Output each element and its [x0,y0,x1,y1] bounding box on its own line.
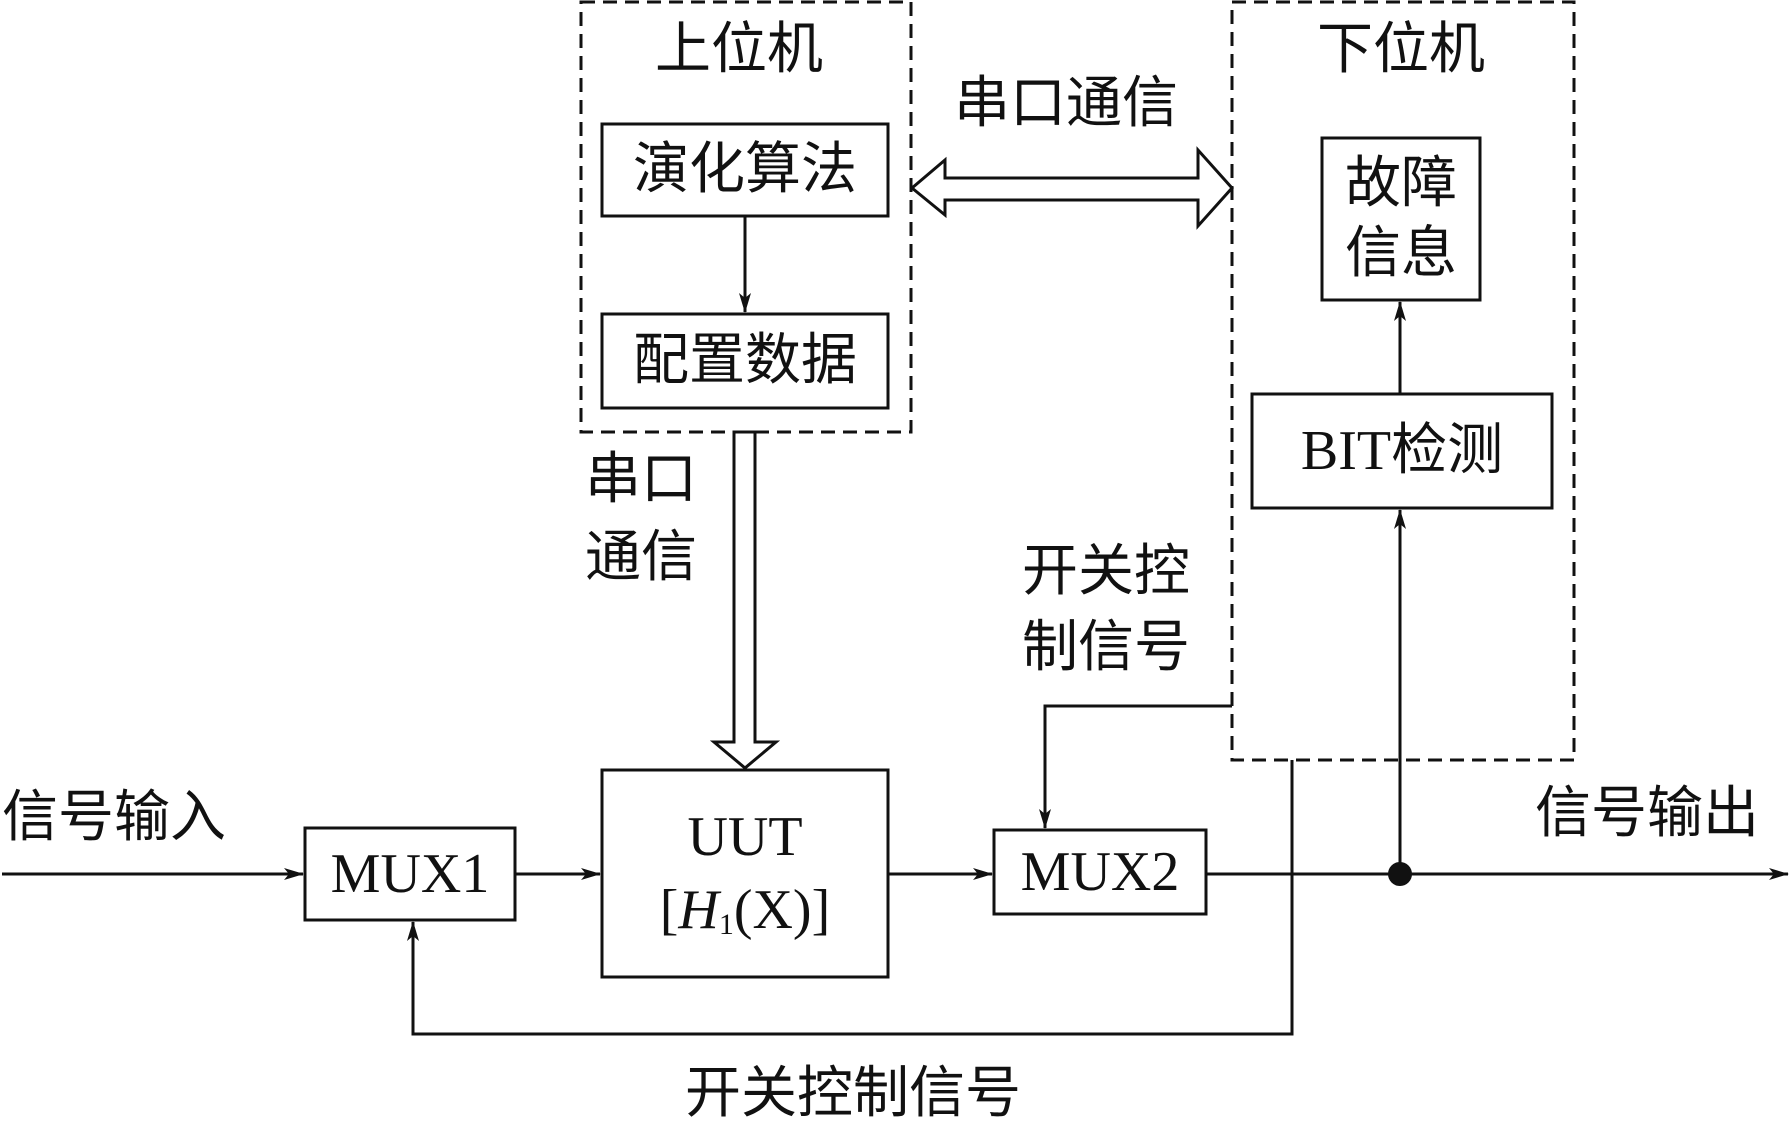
serial-link-down-arrow [709,430,781,770]
switch-control-label-line-1: 开关控 [1022,539,1190,604]
uut-box [600,768,890,979]
signal-input-label: 信号输入 [2,785,226,850]
mux1-label: MUX1 [330,842,490,905]
serial-link-double-arrow [909,146,1235,230]
bit-detection-label: BIT检测 [1300,419,1504,482]
signal-output-label: 信号输出 [1535,781,1759,846]
switch-control-label-line-2: 制信号 [1022,615,1190,680]
config-data-box [600,312,890,410]
fault-info-line-2: 信息 [1345,221,1457,286]
serial-comm-left-label-line-2: 通信 [585,525,697,590]
uut-transfer-function: [H1(X)] [659,878,831,941]
fault-info-box [1320,136,1482,302]
fault-info-label: 故障 信息 [1322,138,1480,300]
serial-comm-left-label-line-1: 串口 [585,447,697,512]
bit-detection-box [1250,392,1554,510]
config-data-label: 配置数据 [633,327,857,393]
mux2-box [992,828,1208,916]
switch-control-bottom-label: 开关控制信号 [685,1061,1021,1126]
uut-label: UUT [H1(X)] [602,770,888,977]
output-tap-node [1388,862,1412,886]
target-computer-group [1230,0,1576,762]
fault-info-line-1: 故障 [1345,151,1457,216]
uut-name: UUT [687,805,803,868]
switch-control-mux2-line [1039,704,1232,829]
serial-comm-top-label: 串口通信 [954,71,1178,136]
target-computer-title: 下位机 [1317,17,1485,82]
mux2-label: MUX2 [1020,840,1180,903]
host-computer-title: 上位机 [655,17,823,82]
evolutionary-algorithm-label: 演化算法 [633,136,857,202]
switch-control-mux1-line [407,760,1294,1036]
